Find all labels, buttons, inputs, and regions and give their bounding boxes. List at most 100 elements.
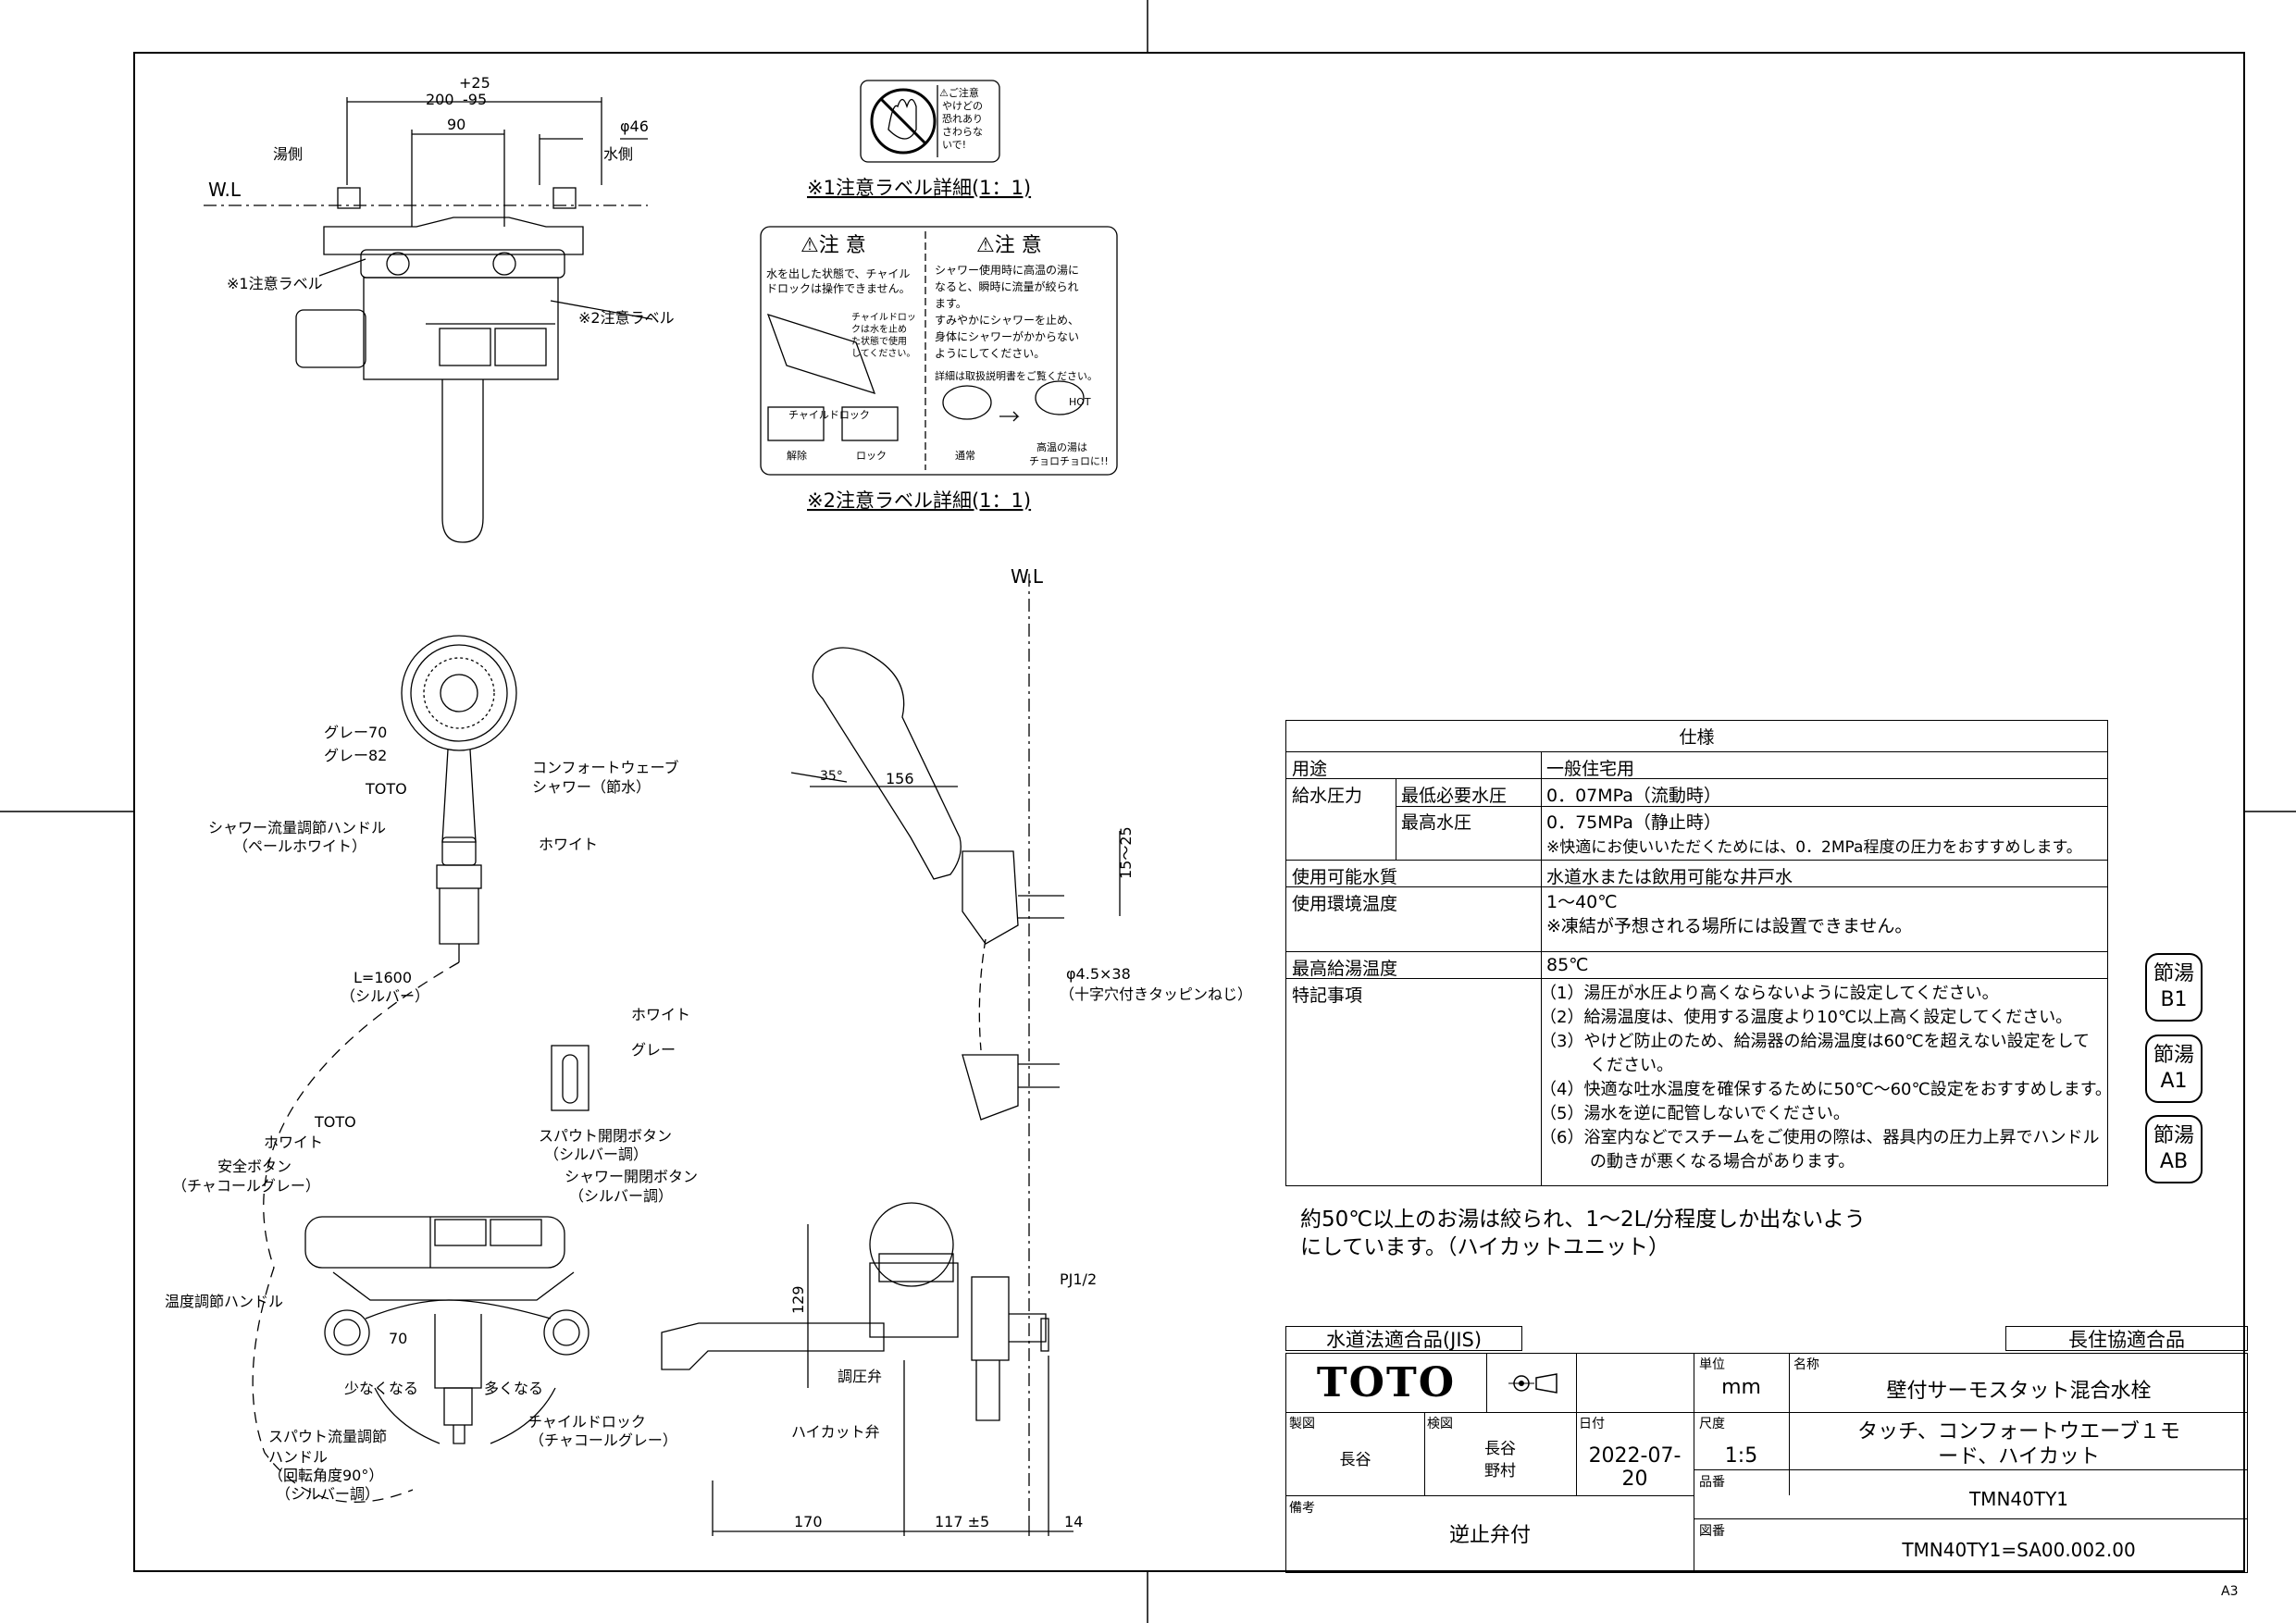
- label2-right-line-3: ます。: [935, 297, 967, 310]
- label1-line-1: ⚠ご注意: [939, 86, 979, 99]
- spout-flow-line-4: （シルバー調）: [276, 1485, 379, 1503]
- label-hot-side: 湯側: [273, 145, 303, 163]
- label2-release: 解除: [787, 449, 807, 462]
- spec-row-hot: 最高給湯温度 85℃: [1286, 951, 2107, 979]
- label2-left-head: ⚠注 意: [800, 234, 866, 257]
- note-5: （5）湯水を逆に配管しないでください。: [1540, 1104, 1850, 1123]
- shower-button-label: シャワー開閉ボタン: [565, 1168, 698, 1185]
- dim-117: 117 ±5: [935, 1513, 989, 1530]
- front-view-top: [204, 97, 653, 543]
- scale-label: 尺度: [1699, 1417, 1725, 1431]
- label2-left-line-2: ドロックは操作できません。: [766, 281, 911, 295]
- label2-hot: HOT: [1069, 396, 1091, 408]
- white2-label: ホワイト: [631, 1006, 690, 1023]
- label2-right-line-6: ようにしてください。: [935, 347, 1045, 360]
- label2-right-line-1: シャワー使用時に高温の湯に: [935, 263, 1079, 277]
- note-3b: ください。: [1540, 1056, 1673, 1075]
- holder-detail: [551, 1045, 590, 1111]
- drawn-value: 長谷: [1339, 1451, 1371, 1469]
- dwg-value: TMN40TY1=SA00.002.00: [1902, 1539, 2136, 1561]
- remark-value: 逆止弁付: [1448, 1524, 1531, 1547]
- badge-ab-top: 節湯: [2153, 1124, 2194, 1147]
- jis-label: 水道法適合品(JIS): [1285, 1326, 1522, 1351]
- dwg-label: 図番: [1699, 1524, 1725, 1539]
- comfort-wave-label: コンフォートウェーブ: [532, 759, 679, 776]
- hot-value: 85℃: [1546, 955, 1589, 975]
- label2-hot-2: チョロチョロに!!: [1029, 455, 1109, 467]
- temp-handle-label: 温度調節ハンドル: [165, 1293, 283, 1310]
- more-label: 多くなる: [484, 1380, 543, 1397]
- spec-row-supply: 給水圧力 最低必要水圧 0．07MPa（流動時） 最高水圧 0．75MPa（静止…: [1286, 778, 2107, 861]
- gray70-label: グレー70: [324, 724, 387, 741]
- dim-15-25: 15～25: [1117, 826, 1135, 879]
- badge-b1-top: 節湯: [2153, 962, 2194, 985]
- name-value: 壁付サーモスタット混合水栓: [1886, 1380, 2152, 1403]
- max-pressure-value: 0．75MPa（静止時）: [1546, 812, 1721, 833]
- chou-label: 長住協適合品: [2005, 1326, 2248, 1351]
- date-value: 2022-07-20: [1588, 1444, 1682, 1491]
- highcut-caption: 約50℃以上のお湯は絞られ、1～2L/分程度しか出ないよう にしています。（ハイ…: [1300, 1206, 1866, 1261]
- wl-label: W.L: [208, 179, 242, 201]
- label1-line-4: さわらな: [942, 126, 983, 138]
- label2-right-line-7: 詳細は取扱説明書をご覧ください。: [935, 369, 1098, 382]
- notes-label: 特記事項: [1292, 985, 1363, 1006]
- dim-top: 200: [426, 91, 454, 108]
- label-cold-side: 水側: [603, 145, 633, 163]
- part-label: 品番: [1699, 1475, 1725, 1490]
- checked-value-1: 長谷: [1484, 1440, 1516, 1458]
- spec-table: 仕様 用途 一般住宅用 給水圧力 最低必要水圧 0．07MPa（流動時） 最高水…: [1285, 720, 2112, 1186]
- spec-row-env: 使用環境温度 1～40℃ ※凍結が予想される場所には設置できません。: [1286, 886, 2107, 952]
- name-sub-2: ード、ハイカット: [1938, 1445, 2100, 1468]
- label1-line-2: やけどの: [942, 100, 983, 112]
- shower-side-view: [661, 574, 1121, 1536]
- label2-small-1: チャイルドロッ: [851, 312, 916, 323]
- toto-logo: TOTO: [1316, 1359, 1457, 1406]
- checked-label: 検図: [1427, 1417, 1453, 1431]
- supply-label: 給水圧力: [1292, 786, 1363, 806]
- less-label: 少なくなる: [344, 1380, 418, 1397]
- screw-note: （十字穴付きタッピンねじ）: [1060, 985, 1252, 1003]
- badge-ab: 節湯 AB: [2145, 1115, 2203, 1183]
- label2-small-2: クは水を止め: [851, 324, 907, 335]
- pressure-valve-label: 調圧弁: [838, 1368, 882, 1385]
- label2-childlock: チャイルドロック: [788, 409, 870, 421]
- checked-value-2: 野村: [1484, 1462, 1516, 1481]
- dim-top-plus: +25: [459, 74, 490, 92]
- label1-line-3: 恐れあり: [942, 113, 983, 125]
- label1-title: ※1注意ラベル詳細(1：1): [807, 177, 1031, 199]
- spec-row-use: 用途 一般住宅用: [1286, 751, 2107, 779]
- max-pressure-note: ※快適にお使いいただくためには、0．2MPa程度の圧力をおすすめします。: [1546, 838, 2082, 857]
- max-pressure-label: 最高水圧: [1401, 812, 1472, 833]
- caution-label-1: [860, 80, 1000, 163]
- sheet-size: A3: [2221, 1584, 2239, 1599]
- badge-a1-top: 節湯: [2153, 1044, 2194, 1067]
- toto2-label: TOTO: [314, 1113, 356, 1131]
- silver-tone-label: （シルバー調）: [544, 1146, 648, 1163]
- note-1: （1）湯圧が水圧より高くならないように設定してください。: [1540, 984, 1999, 1003]
- dim-top-minus: -95: [463, 91, 487, 108]
- toto-small-label: TOTO: [365, 780, 407, 798]
- part-value: TMN40TY1: [1968, 1488, 2069, 1510]
- badge-b1: 節湯 B1: [2145, 953, 2203, 1022]
- badge-ab-bottom: AB: [2159, 1150, 2189, 1173]
- name-sub-1: タッチ、コンフォートウエーブ１モ: [1857, 1420, 2180, 1443]
- label1-line-5: いで!: [942, 139, 966, 151]
- label2-right-line-5: 身体にシャワーがかからない: [935, 329, 1079, 343]
- label-caution-1: ※1注意ラベル: [227, 275, 323, 292]
- projection-symbol-icon: [1508, 1373, 1558, 1394]
- env-value: 1～40℃: [1546, 892, 1618, 912]
- label2-title: ※2注意ラベル詳細(1：1): [807, 489, 1031, 512]
- wl-label-side: W.L: [1011, 565, 1044, 588]
- quality-label: 使用可能水質: [1292, 867, 1398, 887]
- front-view-bottom: [252, 961, 590, 1503]
- shower-save-label: シャワー（節水）: [532, 778, 651, 796]
- label2-small-3: た状態で使用: [851, 335, 907, 347]
- dim-156: 156: [886, 770, 914, 787]
- unit-label: 単位: [1699, 1357, 1725, 1372]
- hose-length-label: L=1600: [354, 969, 412, 986]
- child-lock-label: チャイルドロック: [527, 1413, 646, 1431]
- note-3: （3）やけど防止のため、給湯器の給湯温度は60℃を超えない設定をして: [1540, 1032, 2091, 1051]
- min-pressure-label: 最低必要水圧: [1401, 786, 1508, 806]
- title-block: TOTO 単位 mm 名称 壁付サーモスタット混合水栓 タッチ、コンフォートウエ…: [1285, 1353, 2248, 1573]
